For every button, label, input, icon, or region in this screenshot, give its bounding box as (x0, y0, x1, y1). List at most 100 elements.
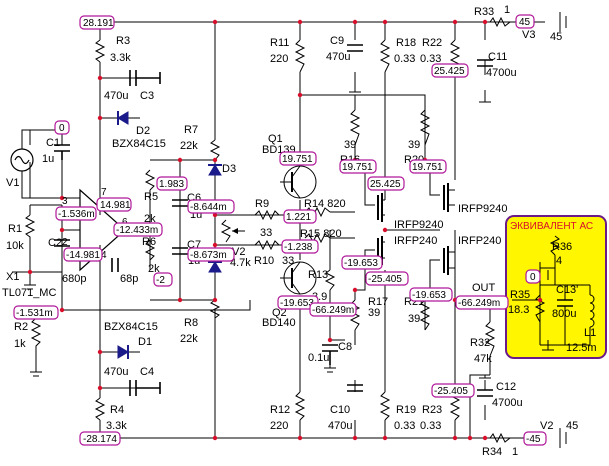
label-r32: R32 (470, 337, 490, 349)
label-c1: C1 (46, 137, 60, 149)
svg-text:-8.644m: -8.644m (190, 202, 227, 213)
label-v2: V2 (540, 420, 553, 432)
label-d2: D2 (136, 125, 150, 137)
label-r8-val: 22k (180, 333, 198, 345)
r32-resistor (484, 321, 496, 357)
label-r3: R3 (116, 35, 130, 47)
probe-r16: 19.751 (339, 159, 377, 174)
svg-text:-25.405: -25.405 (368, 274, 402, 285)
label-c12-val: 4700u (492, 397, 523, 409)
label-r32-val: 47k (474, 353, 492, 365)
r19-resistor (379, 391, 391, 421)
label-q2-model: BD140 (262, 317, 296, 329)
label-m4: IRFP240 (458, 235, 501, 247)
svg-text:-2: -2 (156, 275, 165, 286)
label-c9: C9 (330, 35, 344, 47)
label-r18: R18 (396, 37, 416, 49)
q1-transistor (280, 165, 317, 199)
label-q1: Q1 (268, 133, 283, 145)
label-r7: R7 (184, 124, 198, 136)
probe-q1-base: 19.751 (279, 151, 317, 166)
svg-text:0: 0 (530, 272, 536, 283)
label-c5-val: 68p (120, 273, 138, 285)
probe-r22: 25.425 (431, 63, 469, 78)
label-r2: R2 (14, 321, 28, 333)
label-r35-val: 18.3 (508, 304, 529, 316)
probe-c7: -8.673m (187, 247, 235, 262)
resistors (24, 16, 511, 444)
label-x1: X1 (6, 271, 19, 283)
component-labels: R3 3.3k 470u C3 D2 BZX84C15 C1 1u V1 R1 … (2, 4, 597, 458)
svg-text:19.751: 19.751 (282, 154, 313, 165)
label-m2: IRFP9240 (458, 203, 508, 215)
probe-mid: -19.653 (341, 255, 383, 270)
probe-v3: 45 (515, 14, 535, 29)
svg-text:-66.249m: -66.249m (312, 305, 354, 316)
label-x1-model: TL071_MC (2, 287, 56, 299)
r34-resistor (489, 432, 511, 444)
label-r21-val: 39 (408, 313, 420, 325)
label-c9-val: 470u (326, 51, 350, 63)
r18-resistor (379, 39, 391, 73)
r10-resistor (254, 239, 280, 251)
probe-r20: 19.751 (409, 159, 447, 174)
probe-r17: -25.405 (365, 271, 409, 286)
label-r4-val: 3.3k (106, 420, 127, 432)
probe-opamp-out: -12.433m (113, 222, 163, 237)
v1-source (10, 129, 34, 199)
svg-text:25.425: 25.425 (370, 179, 401, 190)
r4-resistor (94, 397, 106, 421)
c3-capacitor (129, 70, 161, 86)
label-out: OUT (472, 282, 496, 294)
c8-capacitor (322, 344, 338, 365)
label-c4: C4 (140, 366, 154, 378)
probe-r23: -25.405 (431, 383, 475, 398)
r14-resistor (304, 206, 331, 218)
label-r9-val: 33 (260, 227, 272, 239)
label-r17: R17 (368, 296, 388, 308)
label-r8: R8 (184, 317, 198, 329)
label-c3: C3 (140, 90, 154, 102)
probe-r21: -19.653 (409, 287, 453, 302)
svg-text:-14.981: -14.981 (66, 250, 100, 261)
r11-resistor (294, 39, 306, 73)
label-d2-model: BZX84C15 (112, 138, 166, 150)
c4-capacitor (129, 380, 161, 396)
transistors (280, 165, 455, 295)
c6-capacitor (172, 199, 188, 207)
probe-bottom-rail: -28.174 (79, 431, 121, 446)
svg-text:-25.405: -25.405 (434, 386, 468, 397)
label-r36-val: 4 (556, 255, 562, 267)
label-r36: R36 (552, 241, 572, 253)
r13-resistor (324, 269, 336, 291)
label-d3: D3 (222, 163, 236, 175)
probe-opamp-in: -1.536m (55, 206, 97, 221)
label-c13-val: 800u (552, 308, 576, 320)
label-r1-val: 10k (6, 240, 24, 252)
svg-text:-19.653: -19.653 (412, 290, 446, 301)
probe-r2: -1.531m (13, 305, 59, 320)
label-r34: R34 (482, 446, 502, 458)
label-r33: R33 (474, 6, 494, 18)
probe-opamp-pos: 14.981 (96, 197, 132, 212)
label-r4: R4 (110, 404, 124, 416)
label-d1-model: BZX84C15 (104, 321, 158, 333)
label-c10-val: 470u (328, 420, 352, 432)
label-c12: C12 (496, 381, 516, 393)
label-r14: R14 820 (304, 198, 346, 210)
r12-resistor (294, 391, 306, 421)
label-l1-val: 12.5m (566, 342, 597, 354)
r21-resistor (419, 299, 431, 331)
label-c13: C13' (556, 284, 578, 296)
probe-r15: -1.238 (281, 239, 319, 254)
probe-r5: 1.983 (156, 176, 188, 191)
r3-resistor (94, 39, 106, 63)
c12-capacitor (477, 389, 493, 397)
label-r17-val: 39 (368, 307, 380, 319)
probe-c1: 0 (54, 120, 70, 135)
label-c2: C2 (48, 237, 62, 249)
probe-r6: -2 (153, 272, 173, 287)
c10-capacitor (347, 384, 363, 392)
label-v2-val: 45 (566, 420, 578, 432)
svg-text:28.191: 28.191 (83, 18, 114, 29)
